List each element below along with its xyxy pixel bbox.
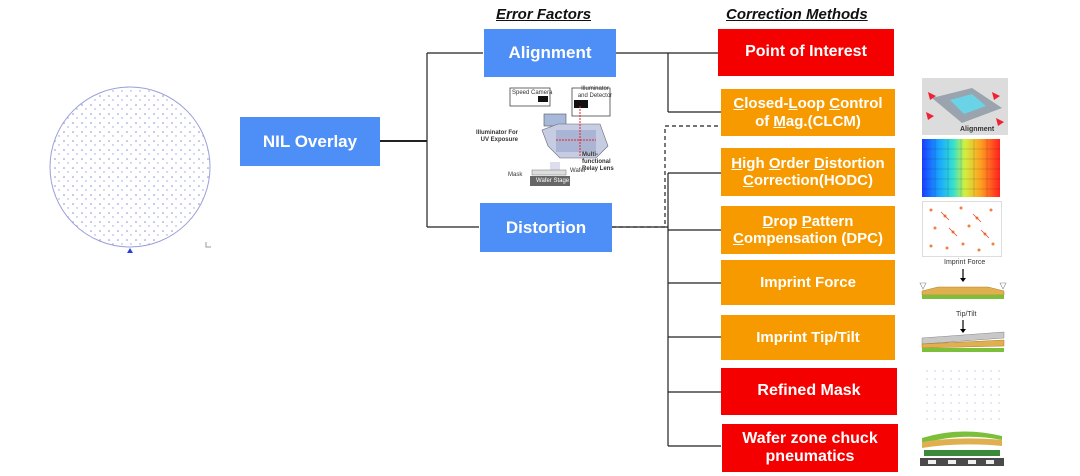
method-clcm: Closed-Loop Control of Mag.(CLCM) [721,89,895,136]
dpc-drop-pattern-thumbnail [922,201,1002,257]
method-wafer-zone-chuck: Wafer zone chuck pneumatics [722,424,898,472]
error-factors-header: Error Factors [496,6,592,23]
nil-overlay-box: NIL Overlay [240,117,380,166]
speed-camera-label: Speed Camera [512,90,553,96]
imprint-force-thumb-label: Imprint Force [944,259,986,266]
illuminator-detector-label: Illuminator and Detector [577,86,613,99]
method-line: Correction(HODC) [742,172,873,189]
wafer-chuck-thumbnail [890,422,1010,472]
method-line: pneumatics [765,448,855,465]
illuminator-uv-label: Illuminator For UV Exposure [476,130,518,143]
method-point-of-interest: Point of Interest [718,29,894,76]
method-label: Point of Interest [745,43,867,61]
alignment-thumbnail: Alignment [922,78,1008,135]
method-label: Refined Mask [757,382,861,400]
method-label: Imprint Force [760,273,856,291]
method-line: Wafer zone chuck [742,429,878,447]
alignment-thumb-label: Alignment [960,126,995,133]
tip-tilt-thumb-label: Tip/Tilt [956,311,977,318]
wafer-map-diagram [49,86,211,253]
method-line: Compensation (DPC) [732,230,883,247]
method-dpc: Drop Pattern Compensation (DPC) [721,206,895,254]
hodc-heatmap-thumbnail [922,139,1000,197]
method-line: of Mag.(CLCM) [755,112,861,130]
method-line: High Order Distortion [731,154,885,172]
alignment-factor-box: Alignment [484,29,616,77]
correction-methods-header: Correction Methods [726,6,868,23]
imprint-force-thumbnail: Imprint Force [918,257,1008,305]
relay-lens-label: Multi-functional Relay Lens [582,152,614,172]
method-imprint-tip-tilt: Imprint Tip/Tilt [721,315,895,360]
method-label: Imprint Tip/Tilt [756,328,860,346]
method-line: Closed-Loop Control [733,95,883,113]
distortion-factor-box: Distortion [480,203,612,252]
wafer-stage-label: Wafer Stage [536,178,570,184]
wafer-label: Wafer [570,168,586,174]
method-refined-mask: Refined Mask [721,368,897,415]
method-imprint-force: Imprint Force [721,260,895,305]
method-line: Drop Pattern [762,212,854,230]
mask-label: Mask [508,172,523,178]
method-hodc: High Order Distortion Correction(HODC) [721,148,895,196]
tip-tilt-thumbnail: Tip/Tilt [918,308,1008,356]
refined-mask-thumbnail [925,369,1005,421]
alignment-apparatus-schematic: Speed Camera Illuminator and Detector Il… [476,86,616,190]
